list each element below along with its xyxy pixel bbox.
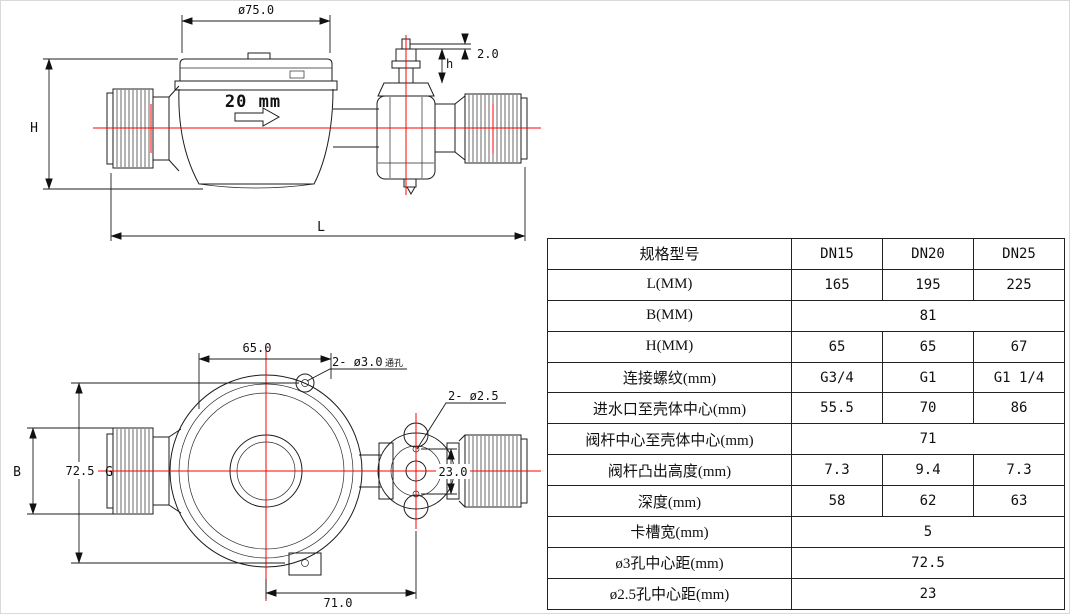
spec-value: 62: [882, 485, 974, 518]
dimension-23: 23.0: [421, 448, 470, 495]
dim-72-5-label: 72.5: [66, 464, 95, 478]
dim-height-label: H: [30, 121, 38, 136]
spec-label: 阀杆凸出高度(mm): [547, 454, 792, 487]
flow-size-mark: 20 mm: [225, 92, 281, 127]
spec-value: 5: [791, 516, 1065, 548]
spec-label: 阀杆中心至壳体中心(mm): [547, 423, 792, 456]
dimension-72-5: 72.5: [62, 382, 299, 564]
spec-value: 70: [882, 392, 974, 425]
spec-value: 63: [973, 485, 1065, 518]
dimension-diameter-75: ø75.0: [181, 3, 331, 53]
table-row: 阀杆中心至壳体中心(mm) 71: [547, 423, 1065, 456]
spec-label: ø2.5孔中心距(mm): [547, 577, 792, 610]
spec-value: G3/4: [791, 361, 883, 394]
spec-value: 55.5: [791, 392, 883, 425]
spec-value: 81: [791, 299, 1065, 332]
dimension-stem: 2.0 h: [410, 33, 499, 84]
table-row: 卡槽宽(mm) 5: [547, 516, 1065, 548]
dim-stem-height-label: h: [446, 57, 453, 71]
spec-label: L(MM): [547, 268, 792, 301]
hole-3-label: 2- ø3.0: [332, 355, 383, 369]
dimension-71: 71.0: [265, 531, 417, 610]
dimension-length-L: L: [110, 167, 526, 241]
spec-value: 225: [973, 268, 1065, 301]
flow-direction-arrow-icon: [234, 107, 281, 127]
table-header-row: 规格型号 DN15 DN20 DN25: [547, 238, 1065, 270]
dim-gap-label: 2.0: [477, 47, 499, 61]
spec-value: 23: [791, 577, 1065, 610]
spec-label: 连接螺纹(mm): [547, 361, 792, 394]
table-row: H(MM) 65 65 67: [547, 330, 1065, 363]
spec-value: 86: [973, 392, 1065, 425]
spec-label: B(MM): [547, 299, 792, 332]
spec-value: 9.4: [882, 454, 974, 487]
spec-label: H(MM): [547, 330, 792, 363]
thread-designation-label: G: [105, 465, 113, 480]
spec-value: 71: [791, 423, 1065, 456]
header-dn25: DN25: [973, 238, 1065, 270]
dimension-height-H: H: [30, 58, 203, 190]
table-row: L(MM) 165 195 225: [547, 268, 1065, 301]
table-row: ø2.5孔中心距(mm) 23: [547, 577, 1065, 610]
table-row: 深度(mm) 58 62 63: [547, 485, 1065, 518]
spec-value: 72.5: [791, 546, 1065, 579]
header-dn20: DN20: [882, 238, 974, 270]
table-row: ø3孔中心距(mm) 72.5: [547, 546, 1065, 579]
spec-value: G1 1/4: [973, 361, 1065, 394]
centerlines: [93, 35, 541, 195]
table-row: 进水口至壳体中心(mm) 55.5 70 86: [547, 392, 1065, 425]
meter-body: [174, 52, 338, 189]
hole-3-note: 通孔: [385, 358, 403, 369]
callout-hole-25: 2- ø2.5: [416, 389, 506, 450]
spec-value: G1: [882, 361, 974, 394]
dim-71-label: 71.0: [324, 596, 353, 610]
body-size-label: 20 mm: [225, 92, 281, 112]
callout-hole-3: 2- ø3.0 通孔: [306, 355, 407, 382]
outlet-tube: [333, 108, 379, 148]
spec-label: ø3孔中心距(mm): [547, 546, 792, 579]
spec-value: 165: [791, 268, 883, 301]
spec-label: 卡槽宽(mm): [547, 516, 792, 548]
top-view-drawing: 65.0 2- ø3.0 通孔 2- ø2.5 B 72.5: [13, 341, 541, 610]
dim-23-label: 23.0: [439, 465, 468, 479]
dimension-65: 65.0: [198, 341, 332, 409]
spec-value: 67: [973, 330, 1065, 363]
dimension-B: B: [13, 427, 115, 515]
spec-value: 58: [791, 485, 883, 518]
spec-label: 深度(mm): [547, 485, 792, 518]
spec-value: 65: [882, 330, 974, 363]
spec-label: 进水口至壳体中心(mm): [547, 392, 792, 425]
spec-table: 规格型号 DN15 DN20 DN25 L(MM) 165 195 225 B(…: [547, 238, 1065, 610]
spec-value: 7.3: [973, 454, 1065, 487]
table-row: 连接螺纹(mm) G3/4 G1 G1 1/4: [547, 361, 1065, 394]
dim-diameter-label: ø75.0: [238, 3, 274, 17]
spec-value: 7.3: [791, 454, 883, 487]
header-spec-model: 规格型号: [547, 238, 792, 270]
hole-25-label: 2- ø2.5: [448, 389, 499, 403]
spec-value: 195: [882, 268, 974, 301]
side-view-drawing: 20 mm: [30, 3, 541, 241]
dim-b-label: B: [13, 465, 21, 480]
spec-value: 65: [791, 330, 883, 363]
table-row: B(MM) 81: [547, 299, 1065, 332]
dim-65-label: 65.0: [243, 341, 272, 355]
dim-length-label: L: [317, 220, 325, 235]
header-dn15: DN15: [791, 238, 883, 270]
table-row: 阀杆凸出高度(mm) 7.3 9.4 7.3: [547, 454, 1065, 487]
